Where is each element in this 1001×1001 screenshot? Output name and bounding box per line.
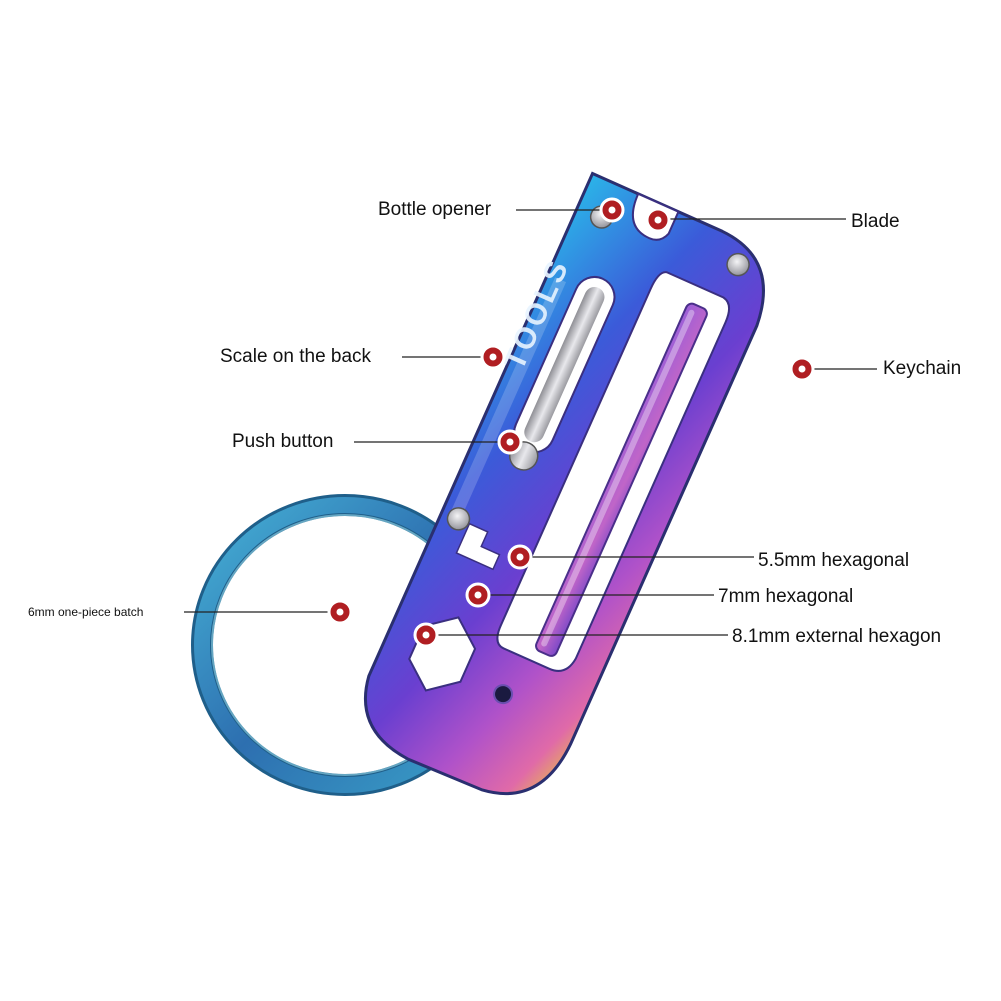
label-hex-5-5mm: 5.5mm hexagonal	[758, 550, 910, 571]
marker-push-button	[497, 429, 523, 455]
tool-body: TOOLS	[364, 171, 765, 796]
marker-hex-7	[465, 582, 491, 608]
marker-hex-5-5	[507, 544, 533, 570]
label-hex-7mm: 7mm hexagonal	[718, 586, 854, 607]
label-hex-8-1mm: 8.1mm external hexagon	[732, 626, 942, 647]
label-bottle-opener: Bottle opener	[378, 199, 492, 220]
label-batch-6mm: 6mm one-piece batch	[28, 605, 144, 619]
marker-blade	[645, 207, 671, 233]
label-blade: Blade	[851, 211, 900, 232]
label-push-button: Push button	[232, 431, 334, 452]
marker-bottle-opener	[599, 197, 625, 223]
leader-lines	[184, 209, 877, 636]
marker-hex-8-1	[413, 622, 439, 648]
marker-scale	[480, 344, 506, 370]
marker-keychain	[789, 356, 815, 382]
label-keychain: Keychain	[883, 358, 962, 379]
marker-batch-6	[327, 599, 353, 625]
callout-markers	[327, 197, 815, 648]
label-scale-on-the-back: Scale on the back	[220, 346, 372, 367]
